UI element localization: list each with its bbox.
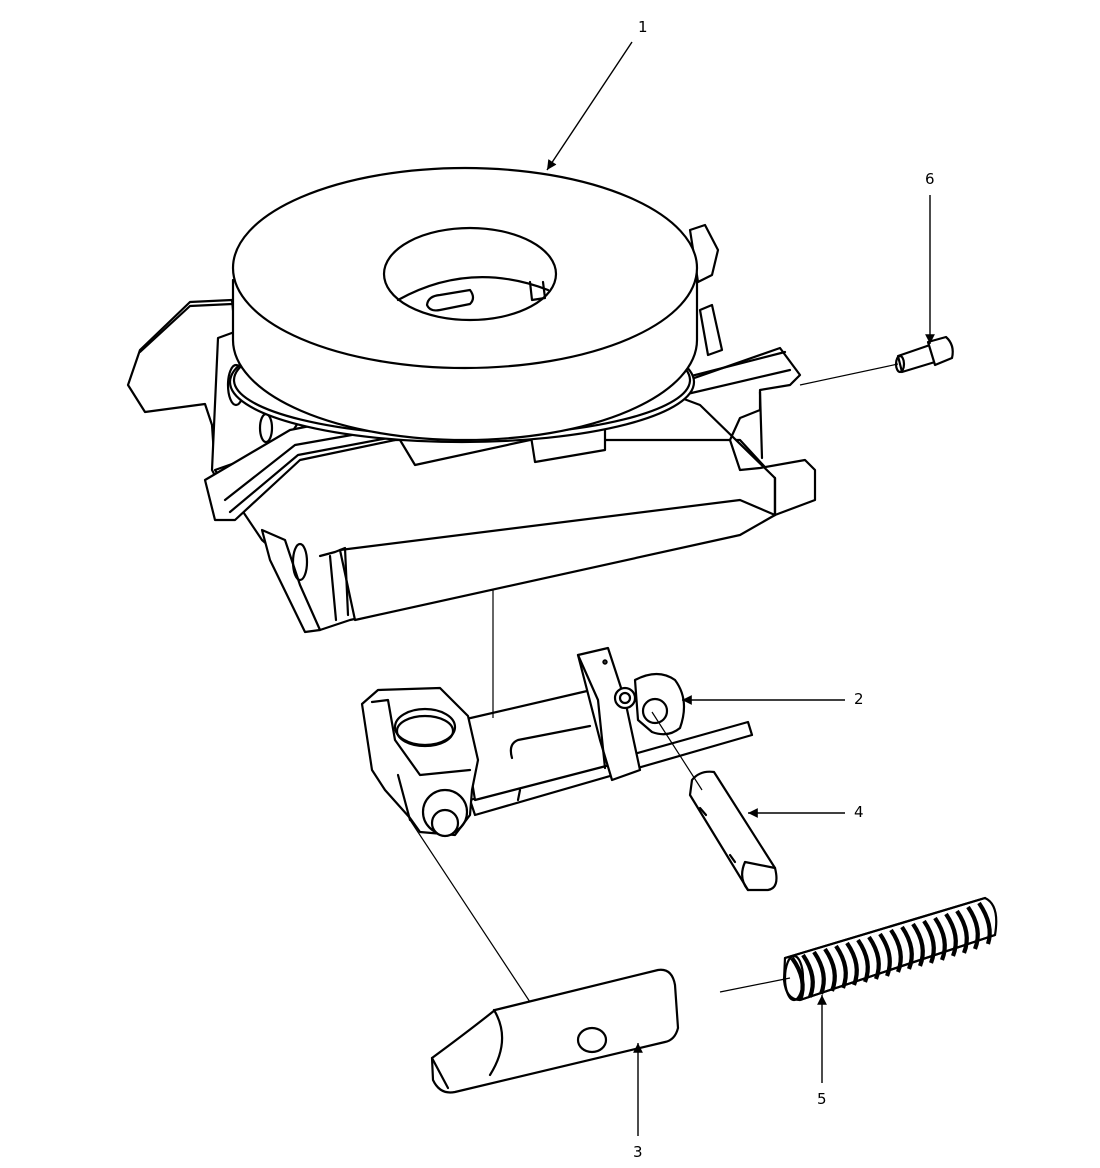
callout-label-6: 6 [925,170,935,188]
callout-label-3: 3 [633,1143,643,1161]
callout-label-4: 4 [854,803,864,821]
part-1-base-housing [126,166,817,634]
callout-label-5: 5 [817,1090,827,1108]
callout-label-1: 1 [638,18,648,36]
leader-1 [546,41,633,171]
part-3-locking-pin [430,968,680,1094]
part-4-pivot-pin [688,770,778,892]
part-5-compression-spring [782,896,998,1002]
callout-label-2: 2 [854,690,864,708]
part-6-cap-screw [894,335,954,374]
part-2-latch-cylinder [360,646,754,838]
assembly-center-lines [409,363,899,1003]
callout-leaders [546,41,935,1136]
